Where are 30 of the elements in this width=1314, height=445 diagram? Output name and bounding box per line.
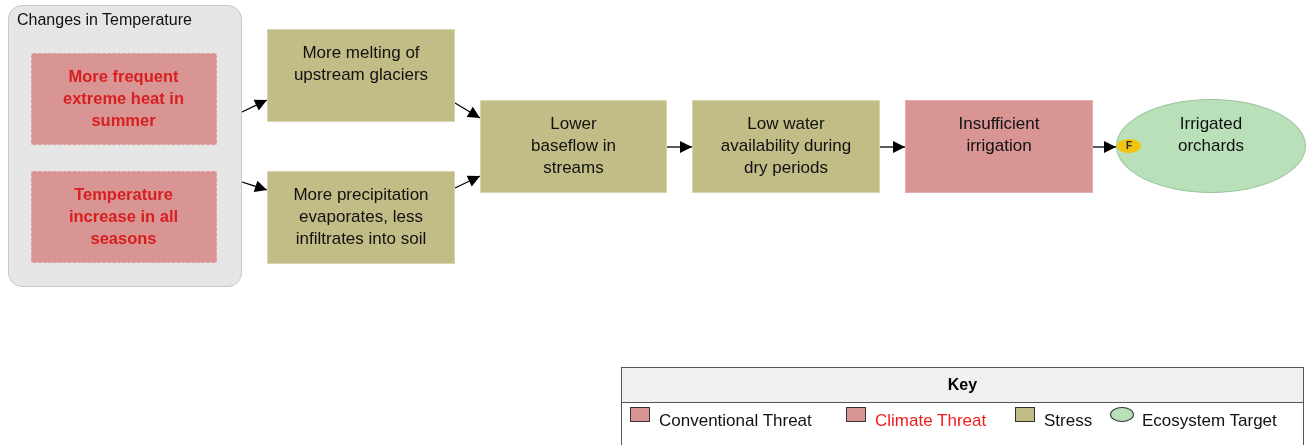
node-text: More precipitation evaporates, less infiltrates into soil	[292, 184, 430, 250]
node-text: Low water availability during dry periods	[719, 113, 853, 179]
node-text: Temperature increase in all seasons	[67, 183, 180, 249]
node-text: Irrigated orchards	[1176, 113, 1246, 157]
stress-box	[480, 100, 667, 193]
climate-threat-box	[30, 52, 217, 145]
legend-title: Key	[947, 375, 978, 395]
climate-threat-box	[30, 170, 217, 263]
arrow	[454, 175, 481, 189]
factor-marker: F	[1117, 139, 1141, 153]
group-panel	[8, 5, 242, 287]
legend-label: Climate Threat	[875, 411, 987, 431]
stress-box	[267, 171, 455, 264]
arrow	[241, 180, 268, 193]
arrow	[666, 141, 693, 153]
arrow	[879, 141, 906, 153]
node-text: Insufficient irrigation	[957, 113, 1041, 157]
arrow	[454, 102, 481, 119]
node-text: Lower baseflow in streams	[529, 113, 618, 179]
stress-box	[692, 100, 880, 193]
arrow	[1092, 141, 1117, 153]
node-text: More frequent extreme heat in summer	[61, 65, 186, 131]
legend-label: Stress	[1044, 411, 1093, 431]
stress-box	[267, 29, 455, 122]
threat-box	[905, 100, 1093, 193]
legend-label: Ecosystem Target	[1142, 411, 1277, 431]
group-heading: Changes in Temperature	[16, 10, 193, 30]
arrow	[241, 99, 268, 113]
node-text: More melting of upstream glaciers	[292, 42, 430, 86]
legend-label: Conventional Threat	[659, 411, 812, 431]
